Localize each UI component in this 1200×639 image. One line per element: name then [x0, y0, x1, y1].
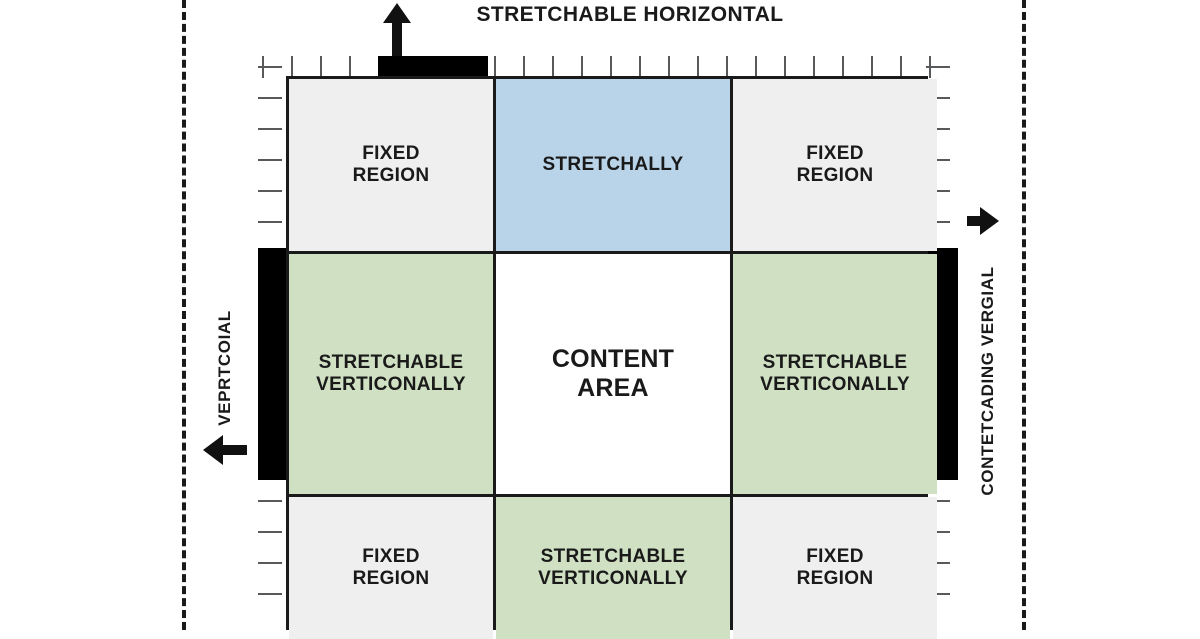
ruler-tick — [494, 56, 496, 78]
ruler-tick — [610, 56, 612, 78]
arrow-left-icon — [202, 434, 248, 466]
stretch-marker-segment — [258, 380, 288, 414]
dashed-guide-right — [1022, 0, 1026, 630]
ruler-tick — [581, 56, 583, 78]
dashed-guide-left — [182, 0, 186, 630]
ruler-tick — [926, 221, 950, 223]
ruler-tick — [871, 56, 873, 78]
ruler-tick — [258, 97, 282, 99]
ruler-tick — [697, 56, 699, 78]
stretch-marker-segment — [258, 281, 288, 315]
ruler-tick — [926, 66, 950, 68]
ruler-tick — [258, 221, 282, 223]
ruler-tick — [926, 500, 950, 502]
ruler-tick — [926, 562, 950, 564]
arrow-right-icon — [966, 206, 1000, 236]
ruler-tick — [755, 56, 757, 78]
ruler-tick — [639, 56, 641, 78]
ruler-tick — [926, 97, 950, 99]
ruler-tick — [926, 190, 950, 192]
ruler-left — [258, 66, 288, 626]
ruler-tick — [900, 56, 902, 78]
ruler-top — [262, 56, 942, 80]
ruler-tick — [523, 56, 525, 78]
ruler-tick — [842, 56, 844, 78]
ruler-tick — [813, 56, 815, 78]
stretch-marker-segment — [258, 413, 288, 447]
ruler-tick — [258, 531, 282, 533]
ruler-tick — [668, 56, 670, 78]
ruler-tick — [926, 593, 950, 595]
stretch-marker-segment — [258, 446, 288, 480]
arrow-up-icon — [382, 2, 412, 60]
ruler-tick — [258, 500, 282, 502]
ruler-tick — [258, 190, 282, 192]
ruler-tick — [258, 159, 282, 161]
stretch-marker-segment — [258, 248, 288, 282]
stretch-marker-segment — [258, 347, 288, 381]
grid-cell-r1-c2: STRETCHALLY — [496, 79, 730, 251]
ruler-tick — [926, 531, 950, 533]
ruler-tick — [291, 56, 293, 78]
ruler-tick — [552, 56, 554, 78]
ruler-tick — [258, 562, 282, 564]
ruler-tick — [349, 56, 351, 78]
ruler-tick — [258, 66, 282, 68]
ruler-tick — [320, 56, 322, 78]
stretch-marker-segment — [258, 314, 288, 348]
ruler-tick — [258, 593, 282, 595]
ruler-tick — [926, 128, 950, 130]
stretchable-horizontal-label: STRETCHABLE HORIZONTAL — [476, 3, 784, 26]
ruler-tick — [926, 159, 950, 161]
vertical-axis-label-right: CONTETCADING VERGIAL — [978, 266, 997, 496]
ruler-tick — [726, 56, 728, 78]
vertical-axis-label-left: VEPRTCOIAL — [215, 310, 234, 426]
ruler-tick — [784, 56, 786, 78]
ruler-tick — [258, 128, 282, 130]
